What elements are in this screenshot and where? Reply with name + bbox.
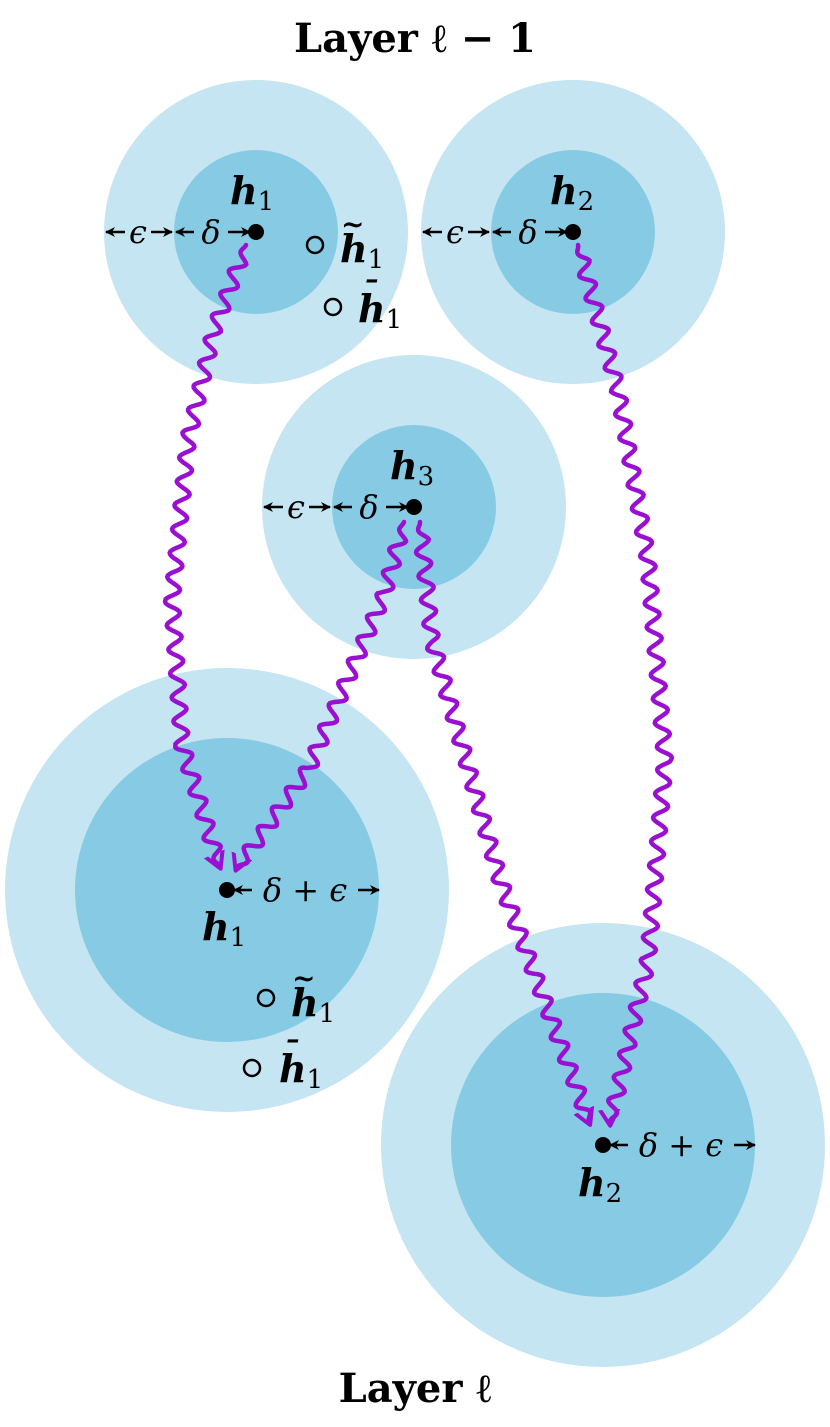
label-h1-bar-bottom: h1 xyxy=(279,1046,323,1095)
accent-tilde-bottom: ~ xyxy=(292,962,315,995)
label-epsilon-h3: ϵ xyxy=(287,488,305,526)
point-h1-tilde-bottom xyxy=(256,988,276,1008)
label-h1-tilde-top: h1 xyxy=(340,226,384,275)
label-delta-epsilon-h1: δ + ϵ xyxy=(263,871,347,909)
accent-tilde-top: ~ xyxy=(341,208,364,241)
point-h2-top xyxy=(565,224,581,240)
label-epsilon-h1: ϵ xyxy=(129,213,147,251)
measure-delta-epsilon-h2-bottom: δ + ϵ xyxy=(609,1126,756,1164)
point-h1-tilde-top xyxy=(305,235,325,255)
label-h1-tilde-bottom: h1 xyxy=(291,980,335,1029)
title-layer-l: Layer ℓ xyxy=(339,1365,492,1412)
measure-delta-epsilon-h1-bottom: δ + ϵ xyxy=(233,871,380,909)
measure-epsilon-h1-top: ϵ xyxy=(105,213,173,251)
label-h2-top: h2 xyxy=(550,168,594,217)
label-delta-h3: δ xyxy=(359,488,378,526)
label-delta-h1: δ xyxy=(201,213,220,251)
measure-epsilon-h2-top: ϵ xyxy=(422,213,490,251)
wavy-arrow-h2-to-h2 xyxy=(575,242,675,1124)
point-h1-bar-top xyxy=(323,297,343,317)
point-h3-top xyxy=(406,499,422,515)
accent-bar-bottom: ¯ xyxy=(282,1034,299,1074)
title-layer-l-minus-1: Layer ℓ − 1 xyxy=(294,15,536,62)
label-h1-bottom: h1 xyxy=(202,904,246,953)
label-h3-top: h3 xyxy=(390,443,434,492)
measure-epsilon-h3-top: ϵ xyxy=(263,488,331,526)
point-h1-bar-bottom xyxy=(242,1058,262,1078)
label-h1-top: h1 xyxy=(230,168,274,217)
measure-delta-h3-top: δ xyxy=(333,488,409,526)
label-epsilon-h2: ϵ xyxy=(446,213,464,251)
wavy-arrow-h3-to-h2 xyxy=(413,519,590,1123)
wavy-arrow-h1-to-h1 xyxy=(162,242,249,867)
point-h2-bottom xyxy=(595,1137,611,1153)
measure-delta-h2-top: δ xyxy=(492,213,568,251)
accent-bar-top: ¯ xyxy=(361,274,378,314)
label-delta-h2: δ xyxy=(518,213,537,251)
measure-delta-h1-top: δ xyxy=(175,213,251,251)
label-h1-bar-top: h1 xyxy=(358,286,402,335)
label-h2-bottom: h2 xyxy=(578,1160,622,1209)
wavy-arrow-h3-to-h1 xyxy=(236,519,409,869)
point-h1-bottom xyxy=(219,882,235,898)
label-delta-epsilon-h2: δ + ϵ xyxy=(639,1126,723,1164)
point-h1-top xyxy=(248,224,264,240)
